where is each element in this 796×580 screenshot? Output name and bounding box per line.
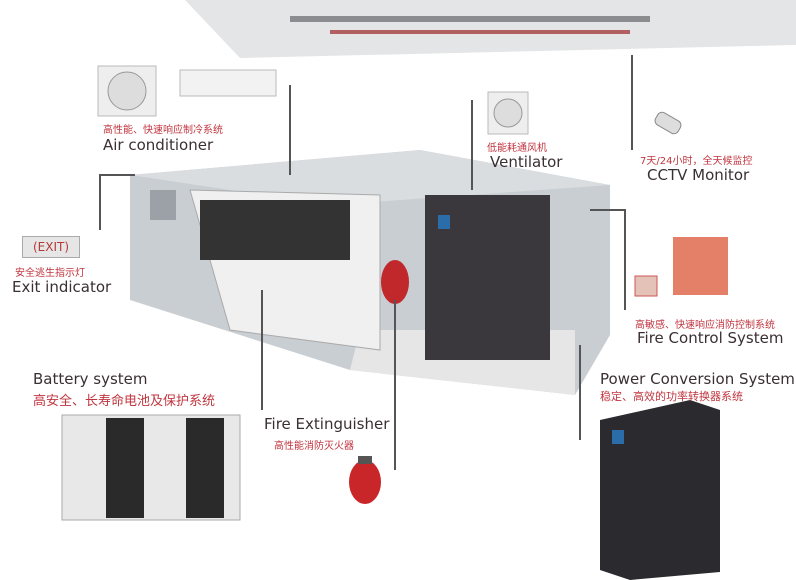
vent-grille xyxy=(150,190,176,220)
ventilator-cn-label: 低能耗通风机 xyxy=(487,143,547,154)
battery-system-label: Battery system xyxy=(33,370,148,388)
pcs-cabinet xyxy=(600,400,720,580)
fire-control-panel xyxy=(673,237,728,295)
air-conditioner-cn-label: 高性能、快速响应制冷系统 xyxy=(103,125,223,136)
ventilator-icon xyxy=(487,91,529,135)
ceiling xyxy=(185,0,796,58)
fire-extinguisher-label: Fire Extinguisher xyxy=(264,415,390,433)
air-conditioner-icon xyxy=(97,65,277,117)
fire-extinguisher-icon xyxy=(349,456,381,504)
cctv-label: CCTV Monitor xyxy=(647,166,750,184)
fire-alarm-button xyxy=(634,275,658,297)
pcs-inside xyxy=(425,195,550,360)
pcs-label: Power Conversion System xyxy=(600,370,795,388)
cctv-camera-icon xyxy=(654,111,682,135)
gas-cylinder xyxy=(381,260,409,304)
leader-lines xyxy=(99,55,633,470)
air-conditioner-label: Air conditioner xyxy=(103,136,214,154)
exit-indicator-label: Exit indicator xyxy=(12,278,112,296)
fire-extinguisher-cn-label: 高性能消防灭火器 xyxy=(274,441,354,452)
ceiling-pipe xyxy=(290,16,650,22)
battery-racks-inside xyxy=(189,189,381,351)
pcs-cn-label: 稳定、高效的功率转换器系统 xyxy=(600,390,743,403)
fire-control-cn-label: 高敏感、快速响应消防控制系统 xyxy=(635,320,775,331)
cctv-cn-label: 7天/24小时，全天候监控 xyxy=(640,156,753,167)
exit-indicator-cn-label: 安全逃生指示灯 xyxy=(15,268,85,279)
battery-system-cabinets xyxy=(61,414,241,521)
fire-control-label: Fire Control System xyxy=(637,329,784,347)
battery-system-cn-label: 高安全、长寿命电池及保护系统 xyxy=(33,394,216,409)
sprinkler-pipe xyxy=(330,30,630,34)
ventilator-label: Ventilator xyxy=(490,153,563,171)
exit-sign: (EXIT) xyxy=(22,236,80,258)
